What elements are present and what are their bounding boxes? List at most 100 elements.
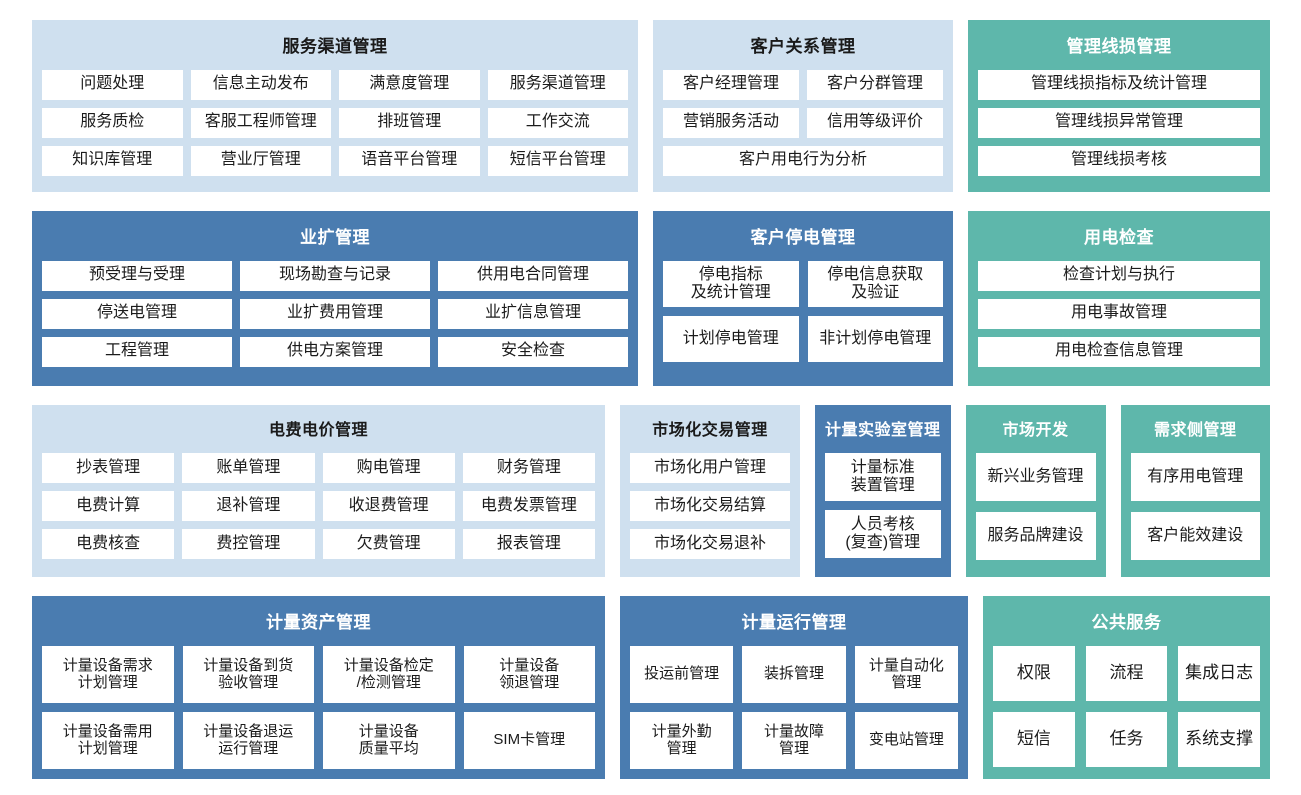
- module-cell[interactable]: 变电站管理: [854, 711, 958, 769]
- module-cell[interactable]: 计量设备到货 验收管理: [182, 645, 314, 703]
- module-cell[interactable]: 装拆管理: [742, 645, 846, 703]
- module-cell[interactable]: 客户能效建设: [1130, 512, 1260, 560]
- module-cell[interactable]: 客户经理管理: [663, 69, 799, 100]
- module-cell[interactable]: 用电检查信息管理: [978, 336, 1260, 367]
- module-cell[interactable]: 问题处理: [42, 69, 183, 100]
- module-cell[interactable]: 电费核查: [42, 529, 175, 559]
- module-cell[interactable]: 计量设备 质量平均: [323, 711, 455, 769]
- module-cell[interactable]: 客户分群管理: [807, 69, 943, 100]
- module-cell[interactable]: 任务: [1085, 711, 1168, 767]
- module-cell[interactable]: 电费计算: [42, 491, 175, 521]
- module-cell[interactable]: 业扩费用管理: [240, 298, 430, 329]
- module-cell[interactable]: 计量设备需用 计划管理: [42, 711, 174, 769]
- module-cell[interactable]: 服务质检: [42, 107, 183, 138]
- module-cell[interactable]: 语音平台管理: [339, 145, 480, 176]
- panel-cell-grid: 问题处理 信息主动发布 满意度管理 服务渠道管理 服务质检 客服工程师管理 排班…: [42, 69, 628, 182]
- module-cell[interactable]: 退补管理: [182, 491, 315, 521]
- module-cell[interactable]: 营业厅管理: [190, 145, 331, 176]
- module-cell[interactable]: 安全检查: [438, 336, 628, 367]
- module-cell[interactable]: SIM卡管理: [463, 711, 595, 769]
- module-cell[interactable]: 现场勘查与记录: [240, 260, 430, 291]
- module-cell[interactable]: 集成日志: [1178, 645, 1260, 701]
- panel-public-services: 公共服务 权限 流程 集成日志 短信 任务 系统支撑: [983, 596, 1270, 779]
- module-cell[interactable]: 计量设备退运 运行管理: [182, 711, 314, 769]
- panel-title: 电费电价管理: [268, 422, 368, 439]
- module-cell[interactable]: 收退费管理: [322, 491, 455, 521]
- module-cell[interactable]: 新兴业务管理: [975, 453, 1096, 501]
- module-cell[interactable]: 短信: [993, 711, 1075, 767]
- module-cell[interactable]: 计量外勤 管理: [630, 711, 734, 769]
- panel-title: 管理线损管理: [1066, 37, 1172, 56]
- module-cell[interactable]: 系统支撑: [1178, 711, 1260, 767]
- module-cell[interactable]: 停电信息获取 及验证: [807, 260, 943, 308]
- panel-business-expansion-management: 业扩管理 预受理与受理 现场勘查与记录 供用电合同管理 停送电管理 业扩费用管理…: [32, 211, 638, 386]
- panel-metering-asset-management: 计量资产管理 计量设备需求 计划管理 计量设备到货 验收管理 计量设备检定 /检…: [32, 596, 605, 779]
- module-cell[interactable]: 市场化交易结算: [630, 491, 790, 521]
- panel-cell-grid: 计量标准 装置管理 人员考核 (复查)管理: [825, 453, 941, 566]
- module-cell[interactable]: 市场化用户管理: [630, 453, 790, 483]
- module-cell[interactable]: 欠费管理: [322, 529, 455, 559]
- module-cell[interactable]: 抄表管理: [42, 453, 175, 483]
- panel-title: 用电检查: [1084, 228, 1154, 247]
- module-cell[interactable]: 客户用电行为分析: [663, 145, 943, 176]
- module-cell[interactable]: 人员考核 (复查)管理: [825, 510, 941, 558]
- module-cell[interactable]: 预受理与受理: [42, 260, 232, 291]
- module-cell[interactable]: 管理线损指标及统计管理: [978, 69, 1260, 100]
- panel-title: 计量资产管理: [266, 613, 371, 632]
- module-row-2: 业扩管理 预受理与受理 现场勘查与记录 供用电合同管理 停送电管理 业扩费用管理…: [32, 211, 1270, 386]
- module-cell[interactable]: 费控管理: [182, 529, 315, 559]
- module-cell[interactable]: 用电事故管理: [978, 298, 1260, 329]
- module-cell[interactable]: 权限: [993, 645, 1075, 701]
- module-cell[interactable]: 计量故障 管理: [742, 711, 846, 769]
- panel-cell-grid: 投运前管理 装拆管理 计量自动化 管理 计量外勤 管理 计量故障 管理 变电站管…: [630, 645, 958, 769]
- panel-title: 计量运行管理: [741, 613, 847, 632]
- module-cell[interactable]: 营销服务活动: [663, 107, 799, 138]
- panel-title: 服务渠道管理: [282, 37, 388, 56]
- module-cell[interactable]: 购电管理: [322, 453, 455, 483]
- module-cell[interactable]: 管理线损考核: [978, 145, 1260, 176]
- module-cell[interactable]: 供用电合同管理: [438, 260, 628, 291]
- module-cell[interactable]: 服务渠道管理: [487, 69, 628, 100]
- module-cell[interactable]: 服务品牌建设: [975, 512, 1096, 560]
- module-cell[interactable]: 投运前管理: [630, 645, 734, 703]
- module-cell[interactable]: 排班管理: [339, 107, 480, 138]
- panel-cell-grid: 管理线损指标及统计管理 管理线损异常管理 管理线损考核: [978, 69, 1260, 182]
- module-cell[interactable]: 流程: [1085, 645, 1168, 701]
- module-cell[interactable]: 客服工程师管理: [190, 107, 331, 138]
- module-cell[interactable]: 计量自动化 管理: [854, 645, 958, 703]
- panel-title: 市场化交易管理: [652, 422, 768, 439]
- module-cell[interactable]: 计量设备检定 /检测管理: [323, 645, 455, 703]
- panel-cell-grid: 抄表管理 账单管理 购电管理 财务管理 电费计算 退补管理 收退费管理 电费发票…: [42, 453, 595, 566]
- module-cell[interactable]: 知识库管理: [42, 145, 183, 176]
- panel-demand-side-management: 需求侧管理 有序用电管理 客户能效建设: [1120, 405, 1270, 577]
- module-cell[interactable]: 账单管理: [182, 453, 315, 483]
- module-cell[interactable]: 报表管理: [462, 529, 595, 559]
- panel-cell-grid: 检查计划与执行 用电事故管理 用电检查信息管理: [978, 260, 1260, 376]
- module-cell[interactable]: 停送电管理: [42, 298, 232, 329]
- module-cell[interactable]: 计量设备 领退管理: [463, 645, 595, 703]
- module-cell[interactable]: 停电指标 及统计管理: [663, 260, 799, 308]
- module-cell[interactable]: 财务管理: [462, 453, 595, 483]
- module-cell[interactable]: 检查计划与执行: [978, 260, 1260, 291]
- module-cell[interactable]: 工程管理: [42, 336, 232, 367]
- panel-cell-grid: 有序用电管理 客户能效建设: [1130, 453, 1260, 566]
- module-cell[interactable]: 电费发票管理: [462, 491, 595, 521]
- module-cell[interactable]: 满意度管理: [339, 69, 480, 100]
- module-cell[interactable]: 有序用电管理: [1130, 453, 1260, 501]
- module-cell[interactable]: 信用等级评价: [807, 107, 943, 138]
- module-cell[interactable]: 业扩信息管理: [438, 298, 628, 329]
- module-cell[interactable]: 管理线损异常管理: [978, 107, 1260, 138]
- module-cell[interactable]: 计量标准 装置管理: [825, 453, 941, 501]
- module-cell[interactable]: 非计划停电管理: [807, 316, 943, 363]
- module-cell[interactable]: 信息主动发布: [190, 69, 331, 100]
- module-cell[interactable]: 工作交流: [487, 107, 628, 138]
- panel-title: 客户停电管理: [750, 228, 856, 247]
- module-cell[interactable]: 计量设备需求 计划管理: [42, 645, 174, 703]
- panel-title: 市场开发: [1002, 422, 1069, 439]
- module-cell[interactable]: 短信平台管理: [487, 145, 628, 176]
- panel-cell-grid: 预受理与受理 现场勘查与记录 供用电合同管理 停送电管理 业扩费用管理 业扩信息…: [42, 260, 628, 376]
- module-cell[interactable]: 市场化交易退补: [630, 529, 790, 559]
- module-cell[interactable]: 计划停电管理: [663, 316, 799, 363]
- module-cell[interactable]: 供电方案管理: [240, 336, 430, 367]
